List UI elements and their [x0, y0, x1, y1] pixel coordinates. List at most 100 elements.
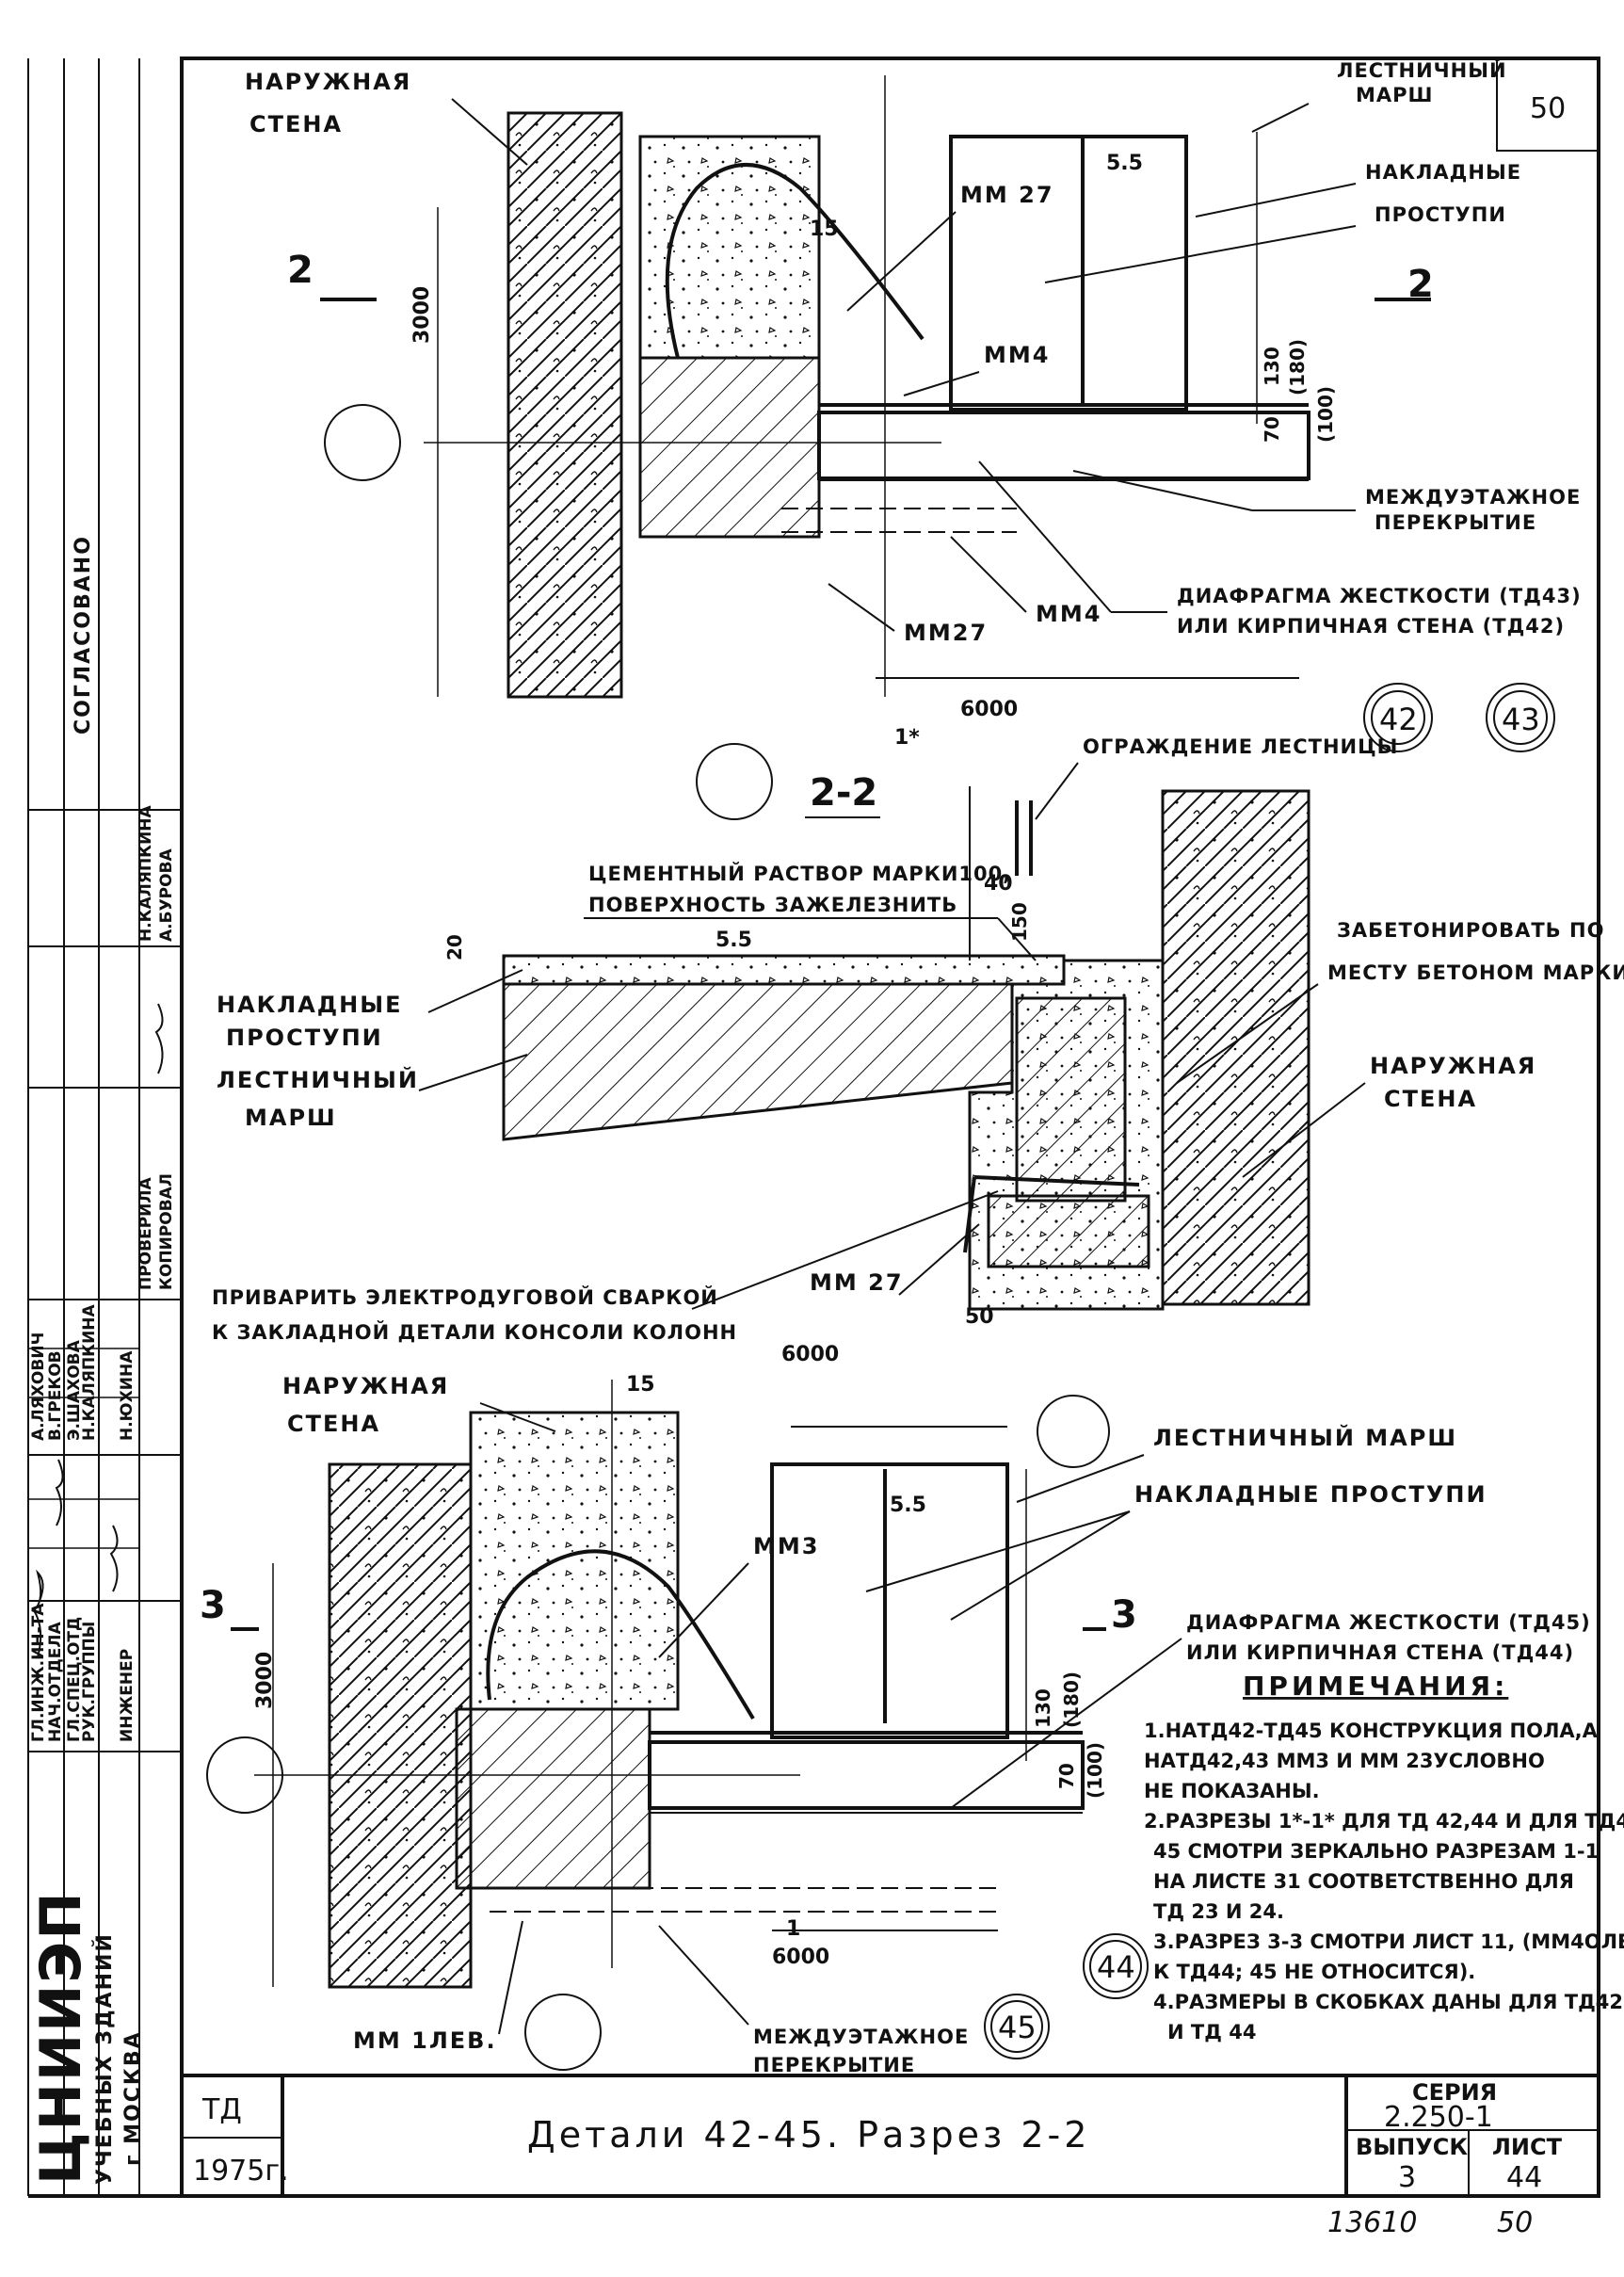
stair-flight-top — [949, 135, 1188, 412]
callout-42-inner — [1371, 690, 1425, 745]
concrete-label2: МЕСТУ БЕТОНОМ МАРКИ200 — [1327, 961, 1624, 984]
stamp-right: 50 — [1497, 2206, 1533, 2239]
bottom-diaphragm-label: ДИАФРАГМА ЖЕСТКОСТИ (ТД45) — [1186, 1611, 1591, 1634]
note-line-9: К ТД44; 45 НЕ ОТНОСИТСЯ). — [1153, 1961, 1475, 1983]
drawing-title: Детали 42-45. Разрез 2-2 — [527, 2114, 1090, 2156]
stair-flight-section — [502, 982, 1014, 1141]
section-treads-label2: ПРОСТУПИ — [226, 1025, 383, 1051]
top-treads-label: НАКЛАДНЫЕ — [1365, 161, 1521, 184]
bottom-dim-5-5: 5.5 — [890, 1494, 926, 1517]
section-outer-wall-label2: СТЕНА — [1384, 1086, 1477, 1112]
bottom-floor-label2: ПЕРЕКРЫТИЕ — [753, 2054, 915, 2076]
section-title: 2-2 — [810, 771, 877, 815]
note-line-6: НА ЛИСТЕ 31 СООТВЕТСТВЕННО ДЛЯ — [1153, 1870, 1574, 1893]
callout-42 — [1363, 683, 1433, 752]
callout-45-inner — [990, 2000, 1043, 2053]
stamp-left: 13610 — [1327, 2206, 1417, 2239]
callout-43-label: 43 — [1502, 702, 1540, 737]
top-mm4-b: ММ4 — [1036, 601, 1101, 627]
side-name-5: Н.ЮХИНА — [118, 1350, 137, 1441]
callout-45-label: 45 — [998, 2010, 1037, 2045]
bottom-cut-mark-left: 3 — [200, 1584, 226, 1627]
outer-wall-section — [1161, 789, 1310, 1306]
org-name: ЦНИИЭП — [28, 1890, 94, 2185]
bottom-floor-label: МЕЖДУЭТАЖНОЕ — [753, 2026, 969, 2048]
bottom-outer-wall-label2: СТЕНА — [287, 1411, 380, 1437]
top-dim-100: (100) — [1314, 386, 1337, 443]
mortar-label: ЦЕМЕНТНЫЙ РАСТВОР МАРКИ100, — [588, 862, 1011, 885]
beam-top — [638, 356, 821, 539]
top-mark-1star: 1* — [894, 726, 920, 750]
top-floor-label2: ПЕРЕКРЫТИЕ — [1375, 511, 1536, 534]
signature-1 — [32, 1569, 44, 1658]
side-name-1: А.ЛЯХОВИЧ — [29, 1332, 48, 1441]
top-dim-15: 15 — [810, 218, 839, 241]
callout-43-inner — [1493, 690, 1548, 745]
note-line-11: И ТД 44 — [1167, 2021, 1256, 2043]
axis-marker-bottom-bottom — [524, 1994, 602, 2071]
issue-value: 3 — [1398, 2161, 1416, 2194]
note-line-4: 2.РАЗРЕЗЫ 1*-1* ДЛЯ ТД 42,44 И ДЛЯ ТД43, — [1144, 1810, 1624, 1833]
issue-label: ВЫПУСК — [1356, 2134, 1468, 2160]
side-role-2: НАЧ.ОТДЕЛА — [46, 1621, 65, 1742]
axis-marker-bottom-left — [206, 1736, 283, 1814]
side-copied-label: КОПИРОВАЛ — [157, 1173, 176, 1290]
railing-label: ОГРАЖДЕНИЕ ЛЕСТНИЦЫ — [1083, 735, 1398, 758]
top-outer-wall-label: НАРУЖНАЯ — [245, 69, 411, 95]
bottom-dim-15: 15 — [626, 1373, 655, 1397]
detail-top: НАРУЖНАЯ СТЕНА ЛЕСТНИЧНЫЙ МАРШ НАКЛАДНЫЕ… — [245, 58, 1582, 820]
section-dim-20: 20 — [443, 934, 466, 961]
sheet-label: ЛИСТ — [1492, 2134, 1563, 2160]
top-dim-3000: 3000 — [410, 286, 434, 344]
bottom-mm3-label: ММ3 — [753, 1533, 819, 1559]
outer-wall-bottom — [328, 1462, 473, 1989]
note-line-1: 1.НАТД42-ТД45 КОНСТРУКЦИЯ ПОЛА,А — [1144, 1720, 1599, 1742]
axis-marker-bottom-right — [1037, 1395, 1110, 1468]
top-cut-mark-left: 2 — [287, 249, 314, 292]
bottom-dim-130: 130 — [1032, 1688, 1054, 1728]
series-value: 2.250-1 — [1384, 2101, 1493, 2134]
signature-2 — [55, 1459, 64, 1526]
bottom-dim-6000-bot: 6000 — [772, 1946, 829, 1969]
title-block: 50 ТД 1975г. Детали 42-45. Разрез 2-2 СЕ… — [193, 92, 1566, 2239]
section-stair-label2: МАРШ — [245, 1105, 337, 1131]
beam-bottom — [455, 1707, 651, 1890]
outer-wall-top — [506, 111, 623, 699]
side-agreed: СОГЛАСОВАНО — [72, 535, 95, 735]
org-line3: г МОСКВА — [121, 2030, 145, 2166]
top-diaphragm-label: ДИАФРАГМА ЖЕСТКОСТИ (ТД43) — [1177, 585, 1582, 607]
callout-45 — [984, 1994, 1050, 2059]
stair-flight-bottom — [770, 1462, 1009, 1739]
note-line-2: НАТД42,43 ММ3 И ММ 23УСЛОВНО — [1144, 1750, 1545, 1772]
side-checked-name: Н.КАЛЯПКИНА — [137, 804, 155, 942]
diaphragm-bottom — [469, 1411, 680, 1711]
side-role-3: ГЛ.СПЕЦ.ОТД — [65, 1617, 84, 1742]
top-mm4-a: ММ4 — [984, 342, 1050, 368]
floor-slab-top — [817, 411, 1310, 480]
drawing-year: 1975г. — [193, 2155, 289, 2188]
signature-4 — [154, 1003, 164, 1074]
side-role-5: ИНЖЕНЕР — [118, 1649, 137, 1742]
side-checked-label: ПРОВЕРИЛА — [137, 1176, 155, 1290]
side-name-4: Н.КАЛЯПКИНА — [80, 1303, 99, 1441]
sheet-number-top: 50 — [1530, 92, 1566, 125]
side-role-1: ГЛ.ИНЖ.ИН-ТА — [29, 1603, 48, 1742]
section-dim-150: 150 — [1008, 902, 1031, 942]
bottom-cut-mark-right: 3 — [1111, 1593, 1137, 1637]
bottom-treads-label: НАКЛАДНЫЕ ПРОСТУПИ — [1134, 1481, 1487, 1508]
callout-44 — [1083, 1933, 1149, 1999]
top-diaphragm-label2: ИЛИ КИРПИЧНАЯ СТЕНА (ТД42) — [1177, 615, 1565, 638]
weld-label: ПРИВАРИТЬ ЭЛЕКТРОДУГОВОЙ СВАРКОЙ — [212, 1285, 718, 1309]
side-name-2: В.ГРЕКОВ — [46, 1350, 65, 1441]
axis-marker-top-left — [324, 404, 401, 481]
concrete-label: ЗАБЕТОНИРОВАТЬ ПО — [1337, 919, 1604, 942]
diaphragm-top — [638, 135, 821, 360]
callout-42-label: 42 — [1379, 702, 1418, 737]
note-line-5: 45 СМОТРИ ЗЕРКАЛЬНО РАЗРЕЗАМ 1-1 — [1153, 1840, 1599, 1863]
bottom-dim-100: (100) — [1084, 1742, 1106, 1799]
series-label: СЕРИЯ — [1412, 2079, 1497, 2106]
drawing-code: ТД — [201, 2093, 242, 2126]
top-dim-6000: 6000 — [960, 698, 1018, 721]
sheet-value: 44 — [1506, 2161, 1542, 2194]
